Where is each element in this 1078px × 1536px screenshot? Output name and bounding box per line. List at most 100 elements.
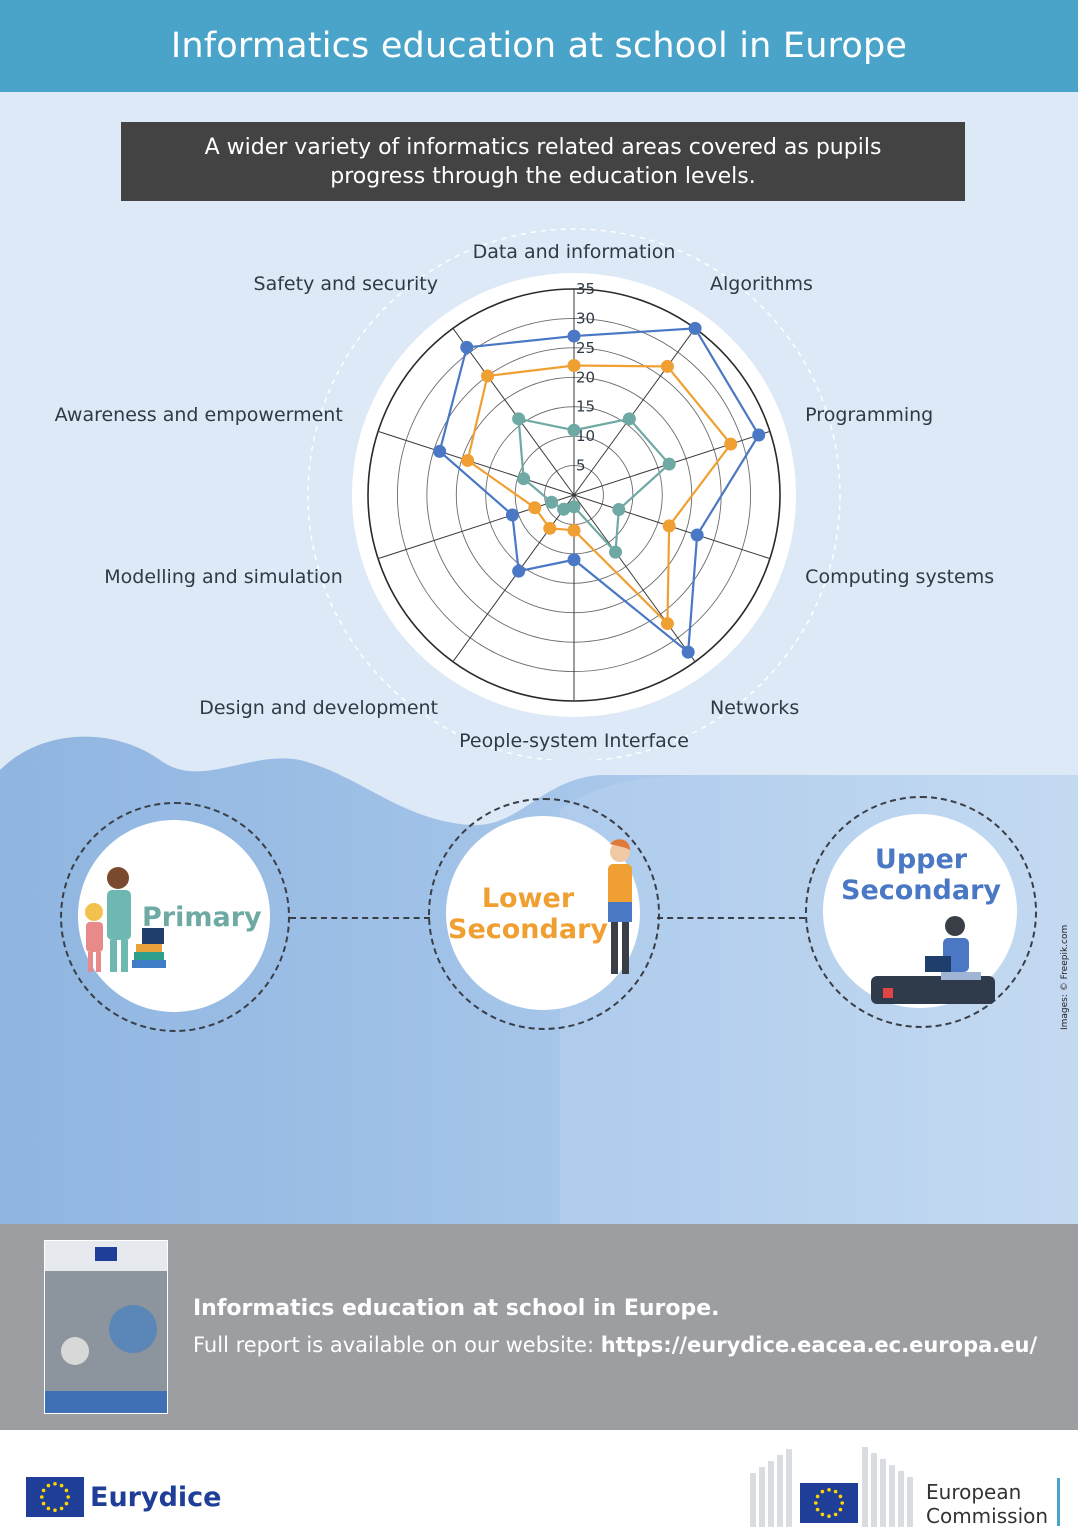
- page-title: Informatics education at school in Europ…: [170, 26, 908, 66]
- image-credit: Images: © Freepik.com: [1060, 924, 1070, 1030]
- eu-star: [53, 1508, 57, 1512]
- outer-dashed-ring: [307, 228, 841, 760]
- series-point-primary: [557, 502, 571, 516]
- eu-star: [820, 1489, 825, 1494]
- axis-label: Design and development: [199, 697, 438, 719]
- level-primary-ring: [60, 802, 290, 1032]
- tick-label: 25: [576, 339, 595, 357]
- eu-star: [59, 1483, 64, 1488]
- european-commission-text: European Commission: [926, 1480, 1048, 1528]
- grid-spoke: [573, 328, 696, 496]
- level-upper-secondary: Upper Secondary: [805, 796, 1037, 1028]
- eu-star: [41, 1488, 46, 1493]
- footer-band: [0, 1224, 1078, 1430]
- eu-stars-icon: [40, 1482, 70, 1512]
- report-cover-thumbnail[interactable]: [44, 1240, 168, 1414]
- european-commission-emblem[interactable]: [750, 1443, 920, 1531]
- website-link[interactable]: https://eurydice.eacea.ec.europa.eu/: [600, 1333, 1038, 1357]
- series-point-lower_secondary: [660, 617, 674, 631]
- level-upper-secondary-ring: [805, 796, 1037, 1028]
- series-point-primary: [662, 457, 676, 471]
- series-point-lower_secondary: [567, 523, 581, 537]
- children-illustration: [85, 867, 166, 972]
- axis-label: Programming: [805, 404, 933, 426]
- axis-label: Computing systems: [805, 566, 994, 588]
- axis-label: Awareness and empowerment: [55, 404, 343, 426]
- series-point-upper_secondary: [512, 564, 526, 578]
- axis-label: Modelling and simulation: [104, 566, 343, 588]
- report-cover-image: [45, 1241, 167, 1413]
- footer-title: Informatics education at school in Europ…: [193, 1296, 720, 1321]
- series-point-lower_secondary: [662, 519, 676, 533]
- series-point-primary: [609, 545, 623, 559]
- eu-star: [53, 1482, 57, 1486]
- teen-illustration: [608, 839, 632, 974]
- series-point-upper_secondary: [690, 528, 704, 542]
- eu-star: [814, 1501, 818, 1505]
- level-lower-secondary-disc: [446, 816, 640, 1010]
- eu-star: [46, 1506, 51, 1511]
- footer-link-line: Full report is available on our website:…: [193, 1333, 1037, 1357]
- series-point-lower_secondary: [461, 453, 475, 467]
- ec-accent-bar: [1057, 1478, 1060, 1526]
- tick-label: 5: [576, 457, 586, 475]
- tick-label: 15: [576, 398, 595, 416]
- eu-star: [40, 1495, 44, 1499]
- axis-label: Safety and security: [254, 273, 438, 295]
- axis-label: Data and information: [473, 241, 676, 263]
- connector-line-1: [290, 917, 430, 919]
- series-point-primary: [567, 500, 581, 514]
- series-point-upper_secondary: [688, 321, 702, 335]
- subtitle-text: A wider variety of informatics related a…: [204, 134, 882, 189]
- radar-series: [433, 321, 766, 659]
- eurydice-logo[interactable]: Eurydice: [26, 1477, 221, 1517]
- ec-text-line1: European: [926, 1480, 1022, 1504]
- eu-star: [838, 1494, 843, 1499]
- level-lower-secondary-ring: [428, 798, 660, 1030]
- grid-spoke: [377, 494, 575, 560]
- eu-star: [827, 1488, 831, 1492]
- ec-flag-stars: [814, 1488, 844, 1518]
- series-point-primary: [612, 503, 626, 517]
- axis-label: Networks: [710, 697, 799, 719]
- grid-spoke: [452, 494, 575, 662]
- eu-star: [64, 1488, 69, 1493]
- eu-star: [827, 1514, 831, 1518]
- axis-label: Algorithms: [710, 273, 813, 295]
- tick-label: 20: [576, 368, 595, 386]
- series-point-lower_secondary: [528, 501, 542, 515]
- series-point-upper_secondary: [681, 645, 695, 659]
- series-point-primary: [512, 412, 526, 426]
- eu-star: [833, 1489, 838, 1494]
- eu-star: [46, 1483, 51, 1488]
- eurydice-logo-text: Eurydice: [90, 1481, 222, 1513]
- series-point-upper_secondary: [567, 553, 581, 567]
- series-point-lower_secondary: [567, 359, 581, 373]
- level-lower-secondary: Lower Secondary: [428, 798, 660, 1030]
- eu-star: [59, 1506, 64, 1511]
- student-laptop-illustration: [871, 916, 995, 1004]
- eu-star: [820, 1512, 825, 1517]
- series-point-upper_secondary: [567, 329, 581, 343]
- eu-flag-icon: [26, 1477, 84, 1517]
- eu-star: [66, 1495, 70, 1499]
- tick-label: 35: [576, 280, 595, 298]
- series-point-primary: [567, 423, 581, 437]
- subtitle-box: A wider variety of informatics related a…: [121, 122, 965, 201]
- level-primary: Primary: [60, 802, 290, 1032]
- ec-text-line2: Commission: [926, 1504, 1049, 1528]
- grid-spoke: [452, 328, 575, 496]
- eu-star: [41, 1501, 46, 1506]
- grid-spoke: [573, 494, 696, 662]
- eu-star: [815, 1507, 820, 1512]
- series-point-lower_secondary: [543, 521, 557, 535]
- eu-star: [815, 1494, 820, 1499]
- series-point-primary: [545, 495, 559, 509]
- footer-link-prefix: Full report is available on our website:: [193, 1333, 595, 1357]
- eu-star: [64, 1501, 69, 1506]
- series-point-lower_secondary: [724, 437, 738, 451]
- level-upper-secondary-label: Upper Secondary: [841, 844, 1001, 906]
- header-banner: Informatics education at school in Europ…: [0, 0, 1078, 92]
